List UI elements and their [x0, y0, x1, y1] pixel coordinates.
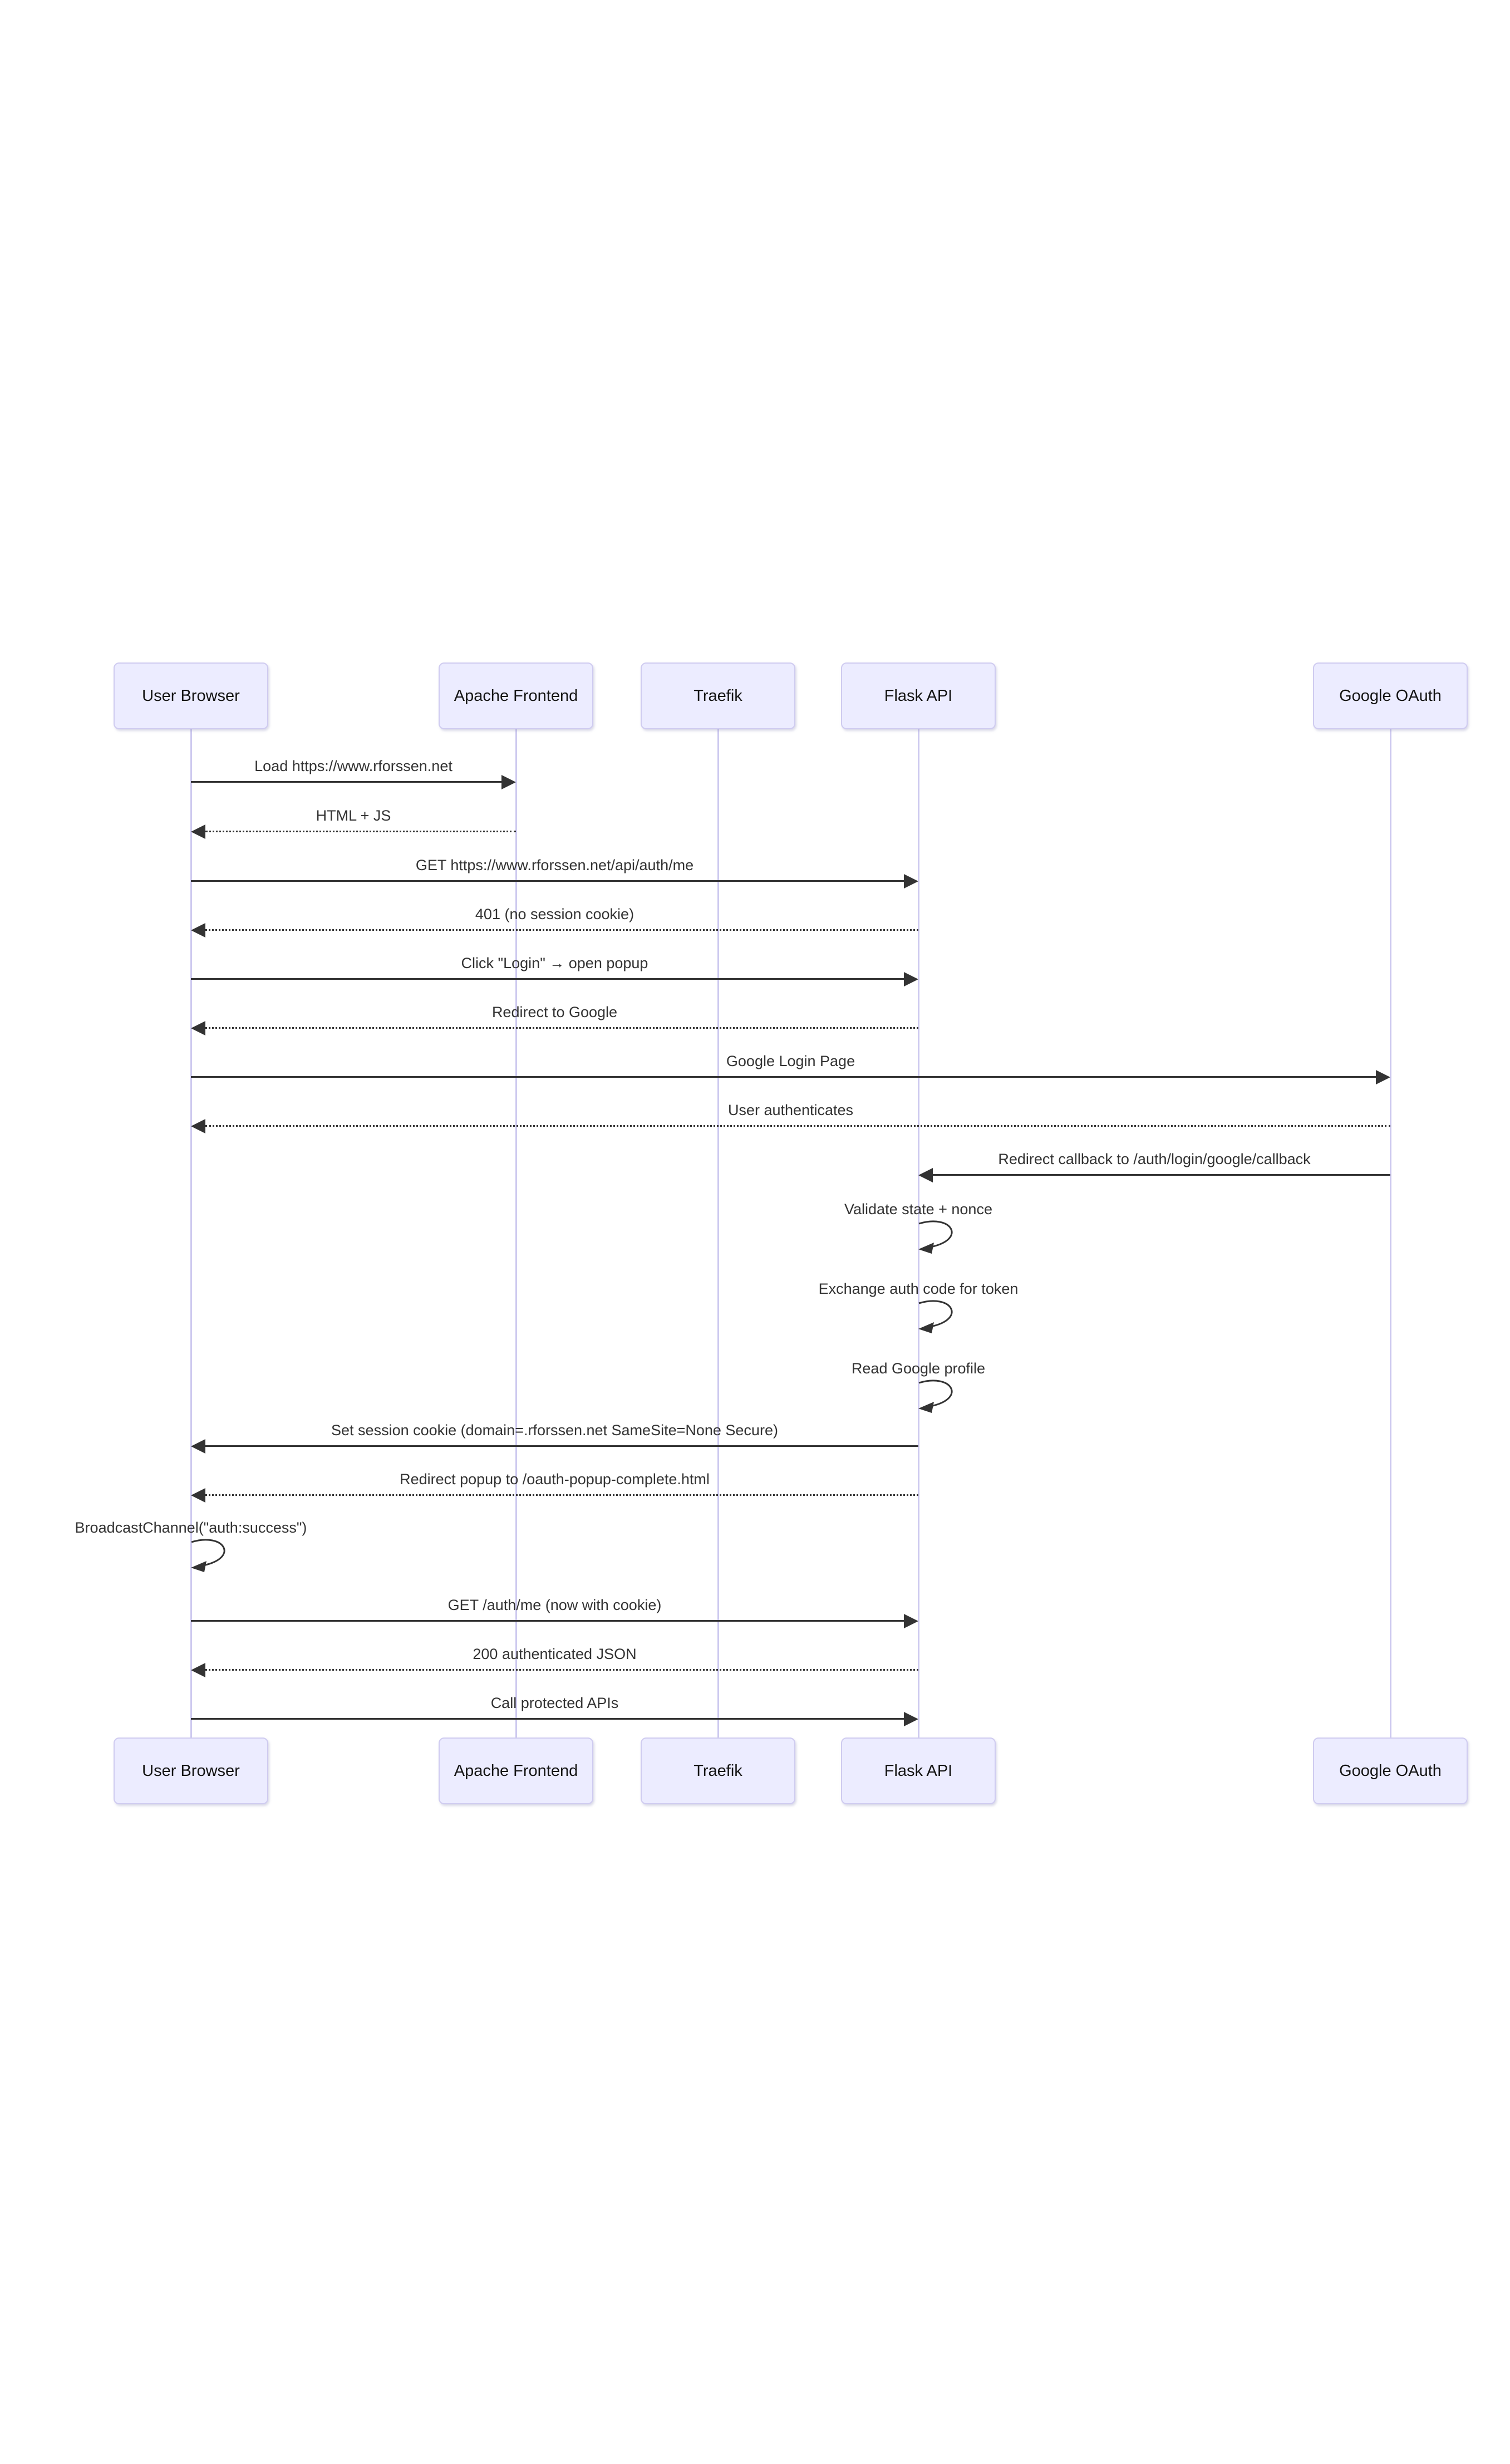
message-line — [191, 880, 904, 882]
actor-label-traefik-bottom: Traefik — [693, 1761, 742, 1780]
actor-label-user-browser-top: User Browser — [142, 686, 240, 705]
arrowhead-icon — [191, 922, 205, 938]
message-line — [933, 1174, 1390, 1176]
message-line — [205, 929, 918, 931]
actor-box-flask-api-bottom: Flask API — [841, 1737, 996, 1804]
actor-box-apache-frontend-top: Apache Frontend — [439, 662, 593, 729]
arrowhead-icon — [191, 1488, 205, 1503]
message-line — [191, 1620, 904, 1622]
message-label: Click "Login" → open popup — [461, 955, 648, 971]
arrowhead-icon — [191, 824, 205, 839]
actor-label-google-oauth-bottom: Google OAuth — [1339, 1761, 1442, 1780]
message-line — [191, 1718, 904, 1720]
arrowhead-icon — [904, 873, 918, 889]
actor-label-apache-frontend-bottom: Apache Frontend — [454, 1761, 578, 1780]
self-message-label: BroadcastChannel("auth:success") — [75, 1519, 307, 1536]
message-label: User authenticates — [727, 1102, 854, 1118]
lifeline-traefik — [717, 728, 719, 1739]
message-label: 401 (no session cookie) — [475, 906, 635, 922]
actor-box-google-oauth-bottom: Google OAuth — [1313, 1737, 1468, 1804]
actor-label-google-oauth-top: Google OAuth — [1339, 686, 1442, 705]
message-line — [205, 1027, 918, 1029]
actor-label-flask-api-bottom: Flask API — [884, 1761, 953, 1780]
self-loop-arrow — [917, 1218, 971, 1255]
actor-box-user-browser-top: User Browser — [114, 662, 268, 729]
actor-label-user-browser-bottom: User Browser — [142, 1761, 240, 1780]
arrowhead-icon — [918, 1167, 933, 1182]
actor-box-apache-frontend-bottom: Apache Frontend — [439, 1737, 593, 1804]
message-label: Redirect to Google — [491, 1004, 618, 1020]
message-label: Call protected APIs — [490, 1695, 619, 1711]
actor-box-traefik-bottom: Traefik — [641, 1737, 795, 1804]
message-label: Redirect popup to /oauth-popup-complete.… — [400, 1471, 710, 1488]
arrowhead-icon — [904, 971, 918, 986]
message-label: Redirect callback to /auth/login/google/… — [998, 1151, 1311, 1167]
actor-box-user-browser-bottom: User Browser — [114, 1737, 268, 1804]
actor-label-traefik-top: Traefik — [693, 686, 742, 705]
arrowhead-icon — [904, 1613, 918, 1628]
message-label: GET https://www.rforssen.net/api/auth/me — [415, 857, 694, 873]
arrowhead-icon — [191, 1439, 205, 1454]
lifeline-apache-frontend — [515, 728, 517, 1739]
message-label: HTML + JS — [316, 807, 391, 824]
self-loop-arrow — [917, 1298, 971, 1334]
message-line — [191, 781, 501, 783]
message-label: GET /auth/me (now with cookie) — [447, 1597, 662, 1613]
self-message-label: Validate state + nonce — [844, 1201, 992, 1218]
message-line — [205, 1125, 1390, 1127]
actor-label-apache-frontend-top: Apache Frontend — [454, 686, 578, 705]
actor-box-traefik-top: Traefik — [641, 662, 795, 729]
message-line — [191, 978, 904, 980]
message-label: Set session cookie (domain=.rforssen.net… — [331, 1422, 778, 1439]
actor-label-flask-api-top: Flask API — [884, 686, 953, 705]
message-line — [205, 1669, 918, 1671]
arrowhead-icon — [1376, 1069, 1390, 1084]
message-line — [205, 831, 516, 832]
message-label: 200 authenticated JSON — [473, 1646, 637, 1662]
self-message-label: Exchange auth code for token — [818, 1280, 1019, 1297]
arrowhead-icon — [191, 1020, 205, 1035]
self-message-label: Read Google profile — [851, 1360, 986, 1377]
lifeline-user-browser — [190, 728, 192, 1739]
self-loop-arrow — [190, 1537, 243, 1573]
message-line — [205, 1445, 918, 1447]
message-line — [205, 1494, 918, 1496]
lifeline-flask-api — [917, 728, 919, 1739]
arrowhead-icon — [191, 1662, 205, 1677]
lifeline-google-oauth — [1389, 728, 1391, 1739]
arrowhead-icon — [904, 1711, 918, 1726]
message-line — [191, 1076, 1376, 1078]
self-loop-arrow — [917, 1377, 971, 1414]
arrowhead-icon — [191, 1118, 205, 1133]
message-label: Google Login Page — [726, 1053, 855, 1069]
message-label: Load https://www.rforssen.net — [254, 758, 452, 774]
arrowhead-icon — [501, 774, 516, 789]
actor-box-flask-api-top: Flask API — [841, 662, 996, 729]
actor-box-google-oauth-top: Google OAuth — [1313, 662, 1468, 729]
